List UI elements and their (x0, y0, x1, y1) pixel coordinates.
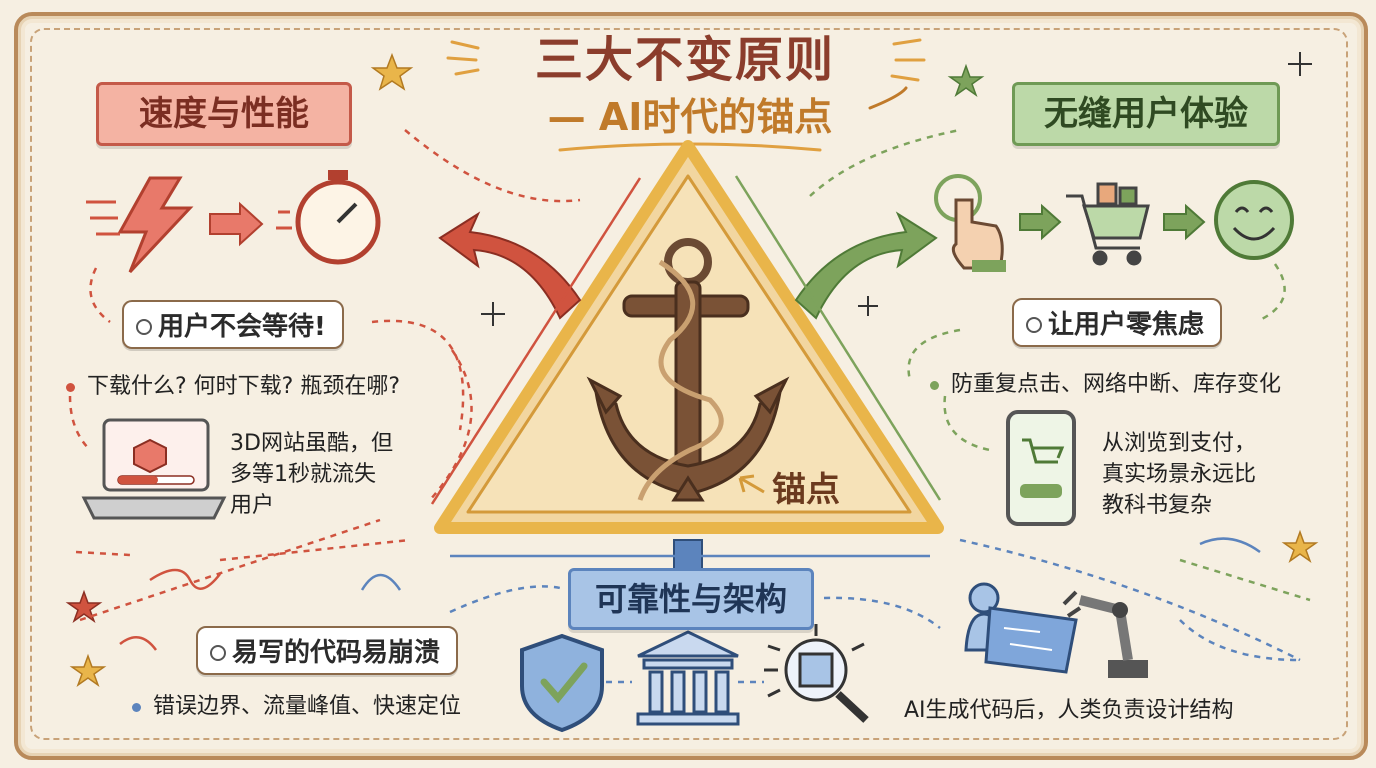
page-frame (14, 12, 1368, 760)
anchor-label: 锚点 (772, 470, 840, 510)
star-icon (370, 52, 414, 91)
robot-arm-engineer-icon (964, 582, 1148, 678)
smiley-icon (1214, 180, 1294, 260)
lightning-icon (86, 176, 194, 274)
tap-hand-icon (934, 174, 1006, 272)
decorative-squiggles (119, 568, 221, 651)
curved-arrow-red (438, 211, 582, 320)
star-icon (69, 653, 107, 687)
label-arrow (738, 474, 765, 494)
ribbon-reliability-architecture: 可靠性与架构 (568, 568, 814, 630)
arrow-right-icon (209, 201, 264, 247)
ux-key-point: 让用户零焦虑 (1012, 298, 1223, 347)
stopwatch-icon (276, 170, 381, 265)
ux-note-line: 从浏览到支付， (1102, 431, 1257, 456)
curved-arrow-green (794, 211, 938, 320)
speed-key-point: 用户不会等待! (122, 300, 344, 349)
speed-note-line: 多等1秒就流失 (230, 462, 376, 487)
shopping-cart-icon (1066, 182, 1150, 266)
ux-note: 从浏览到支付， 真实场景永远比 教科书复杂 (1102, 428, 1256, 521)
chip-magnifier-icon (764, 624, 869, 723)
phone-cart-icon (1006, 410, 1076, 526)
speed-note-line: 用户 (230, 493, 275, 518)
speed-bullet: 下载什么? 何时下载? 瓶颈在哪? (66, 368, 400, 400)
arrow-right-icon (1019, 203, 1206, 241)
sparkle-icon (481, 52, 1312, 326)
reliability-bullet: 错误边界、流量峰值、快速定位 (132, 688, 461, 720)
reliability-key-point: 易写的代码易崩溃 (196, 626, 459, 675)
ribbon-speed-performance: 速度与性能 (96, 82, 352, 146)
pillar-building-icon (636, 630, 740, 726)
page-inner-frame (30, 28, 1348, 740)
reliability-note: AI生成代码后，人类负责设计结构 (904, 698, 1234, 723)
speed-note: 3D网站虽酷，但 多等1秒就流失 用户 (230, 428, 393, 521)
star-icon (947, 63, 985, 97)
star-icon (1281, 529, 1319, 563)
laptop-loading-icon (81, 418, 227, 520)
star-icon (65, 589, 103, 623)
ribbon-seamless-ux: 无缝用户体验 (1012, 82, 1280, 146)
anchor-rope (637, 259, 724, 501)
shield-check-icon (520, 633, 604, 733)
main-subtitle: — AI时代的锚点 (547, 95, 833, 139)
decorative-squiggles (360, 537, 1261, 591)
ux-note-line: 教科书复杂 (1102, 493, 1213, 518)
speed-note-line: 3D网站虽酷，但 (230, 431, 393, 456)
ux-bullet: 防重复点击、网络中断、库存变化 (930, 366, 1281, 398)
main-title: 三大不变原则 (534, 32, 835, 88)
ux-note-line: 真实场景永远比 (1102, 462, 1257, 487)
